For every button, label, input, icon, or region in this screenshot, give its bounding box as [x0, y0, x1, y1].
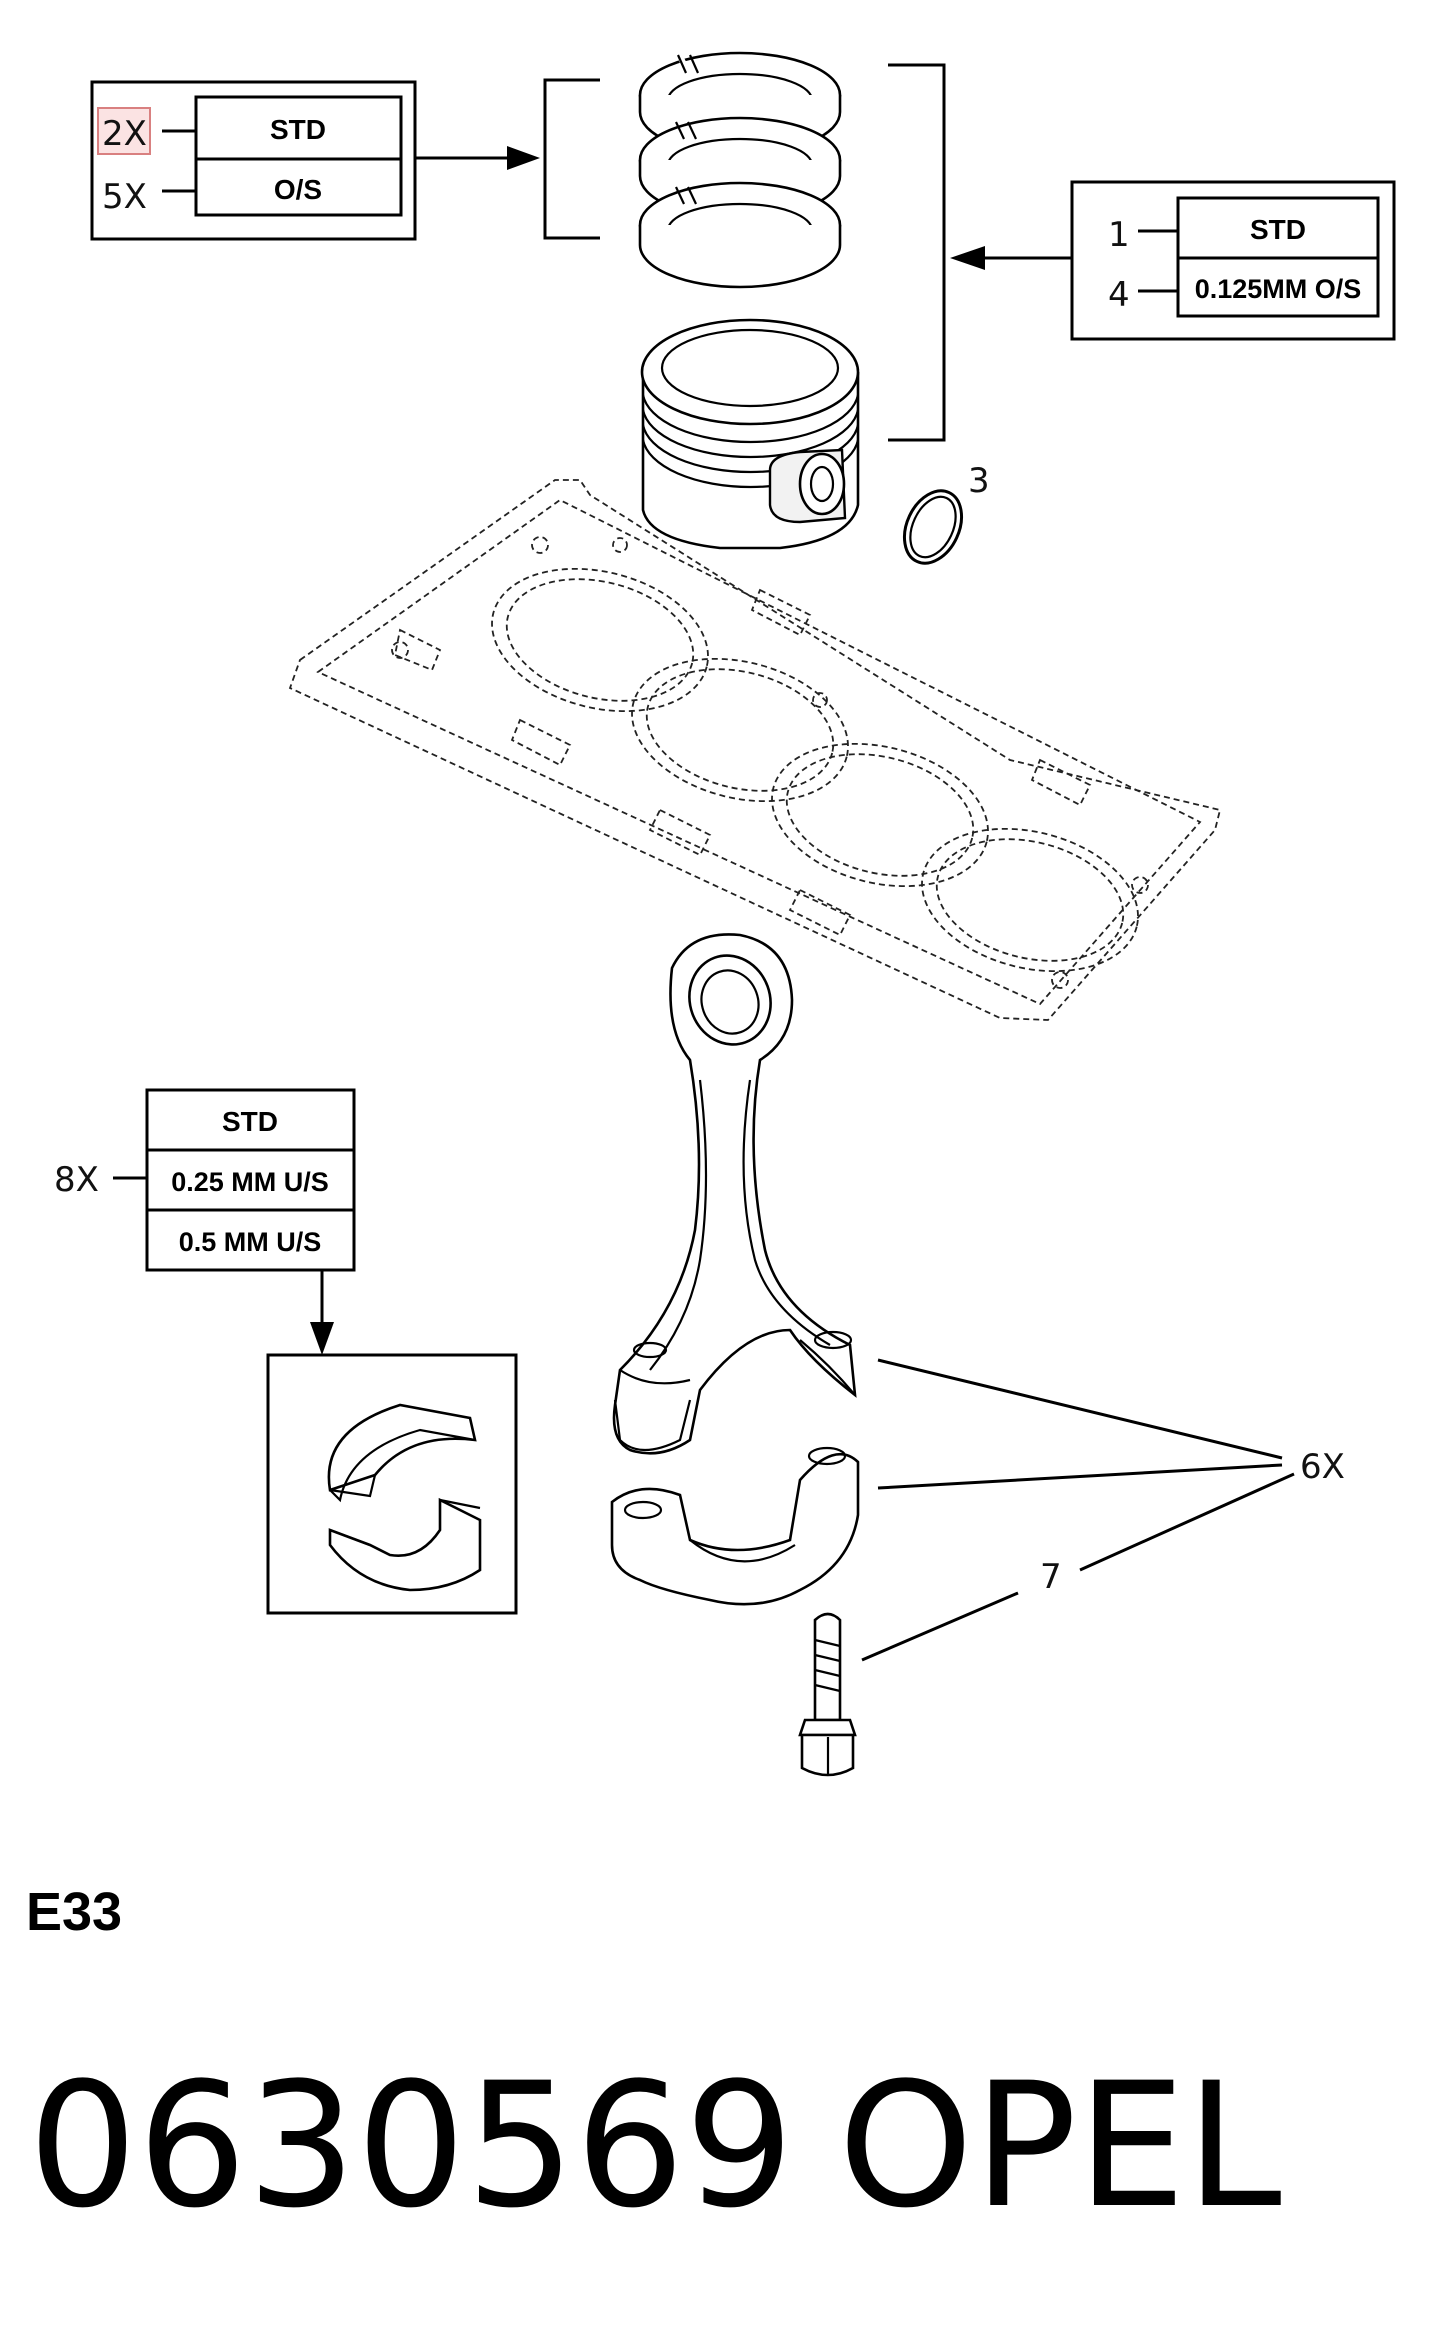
- callout-bolt: 7: [1040, 1557, 1062, 1597]
- figure-code: E33: [26, 1882, 122, 1942]
- rings-qty-std: 2X: [102, 114, 147, 154]
- bearing-us2-cell: 0.5 MM U/S: [179, 1227, 322, 1257]
- piston-os-cell: 0.125MM O/S: [1195, 274, 1362, 304]
- piston-spec-box: 1 4 STD 0.125MM O/S: [950, 180, 1396, 341]
- head-gasket: [288, 479, 1222, 1021]
- piston-bracket: [888, 63, 946, 442]
- piston: [640, 318, 860, 550]
- part-number: 0630569: [28, 2045, 794, 2246]
- piston-qty-os: 4: [1108, 275, 1130, 315]
- piston-qty-std: 1: [1108, 215, 1130, 255]
- bearing-spec-box: 8X STD 0.25 MM U/S 0.5 MM U/S: [54, 1088, 356, 1355]
- callout-leaders: 6X 7: [861, 1358, 1345, 1662]
- rings-spec-box: 2X 5X STD O/S: [90, 80, 540, 241]
- bearing-us1-cell: 0.25 MM U/S: [171, 1167, 329, 1197]
- bearing-shells: [266, 1353, 518, 1615]
- circlip: 3: [902, 461, 990, 565]
- brand-name: OPEL: [838, 2045, 1282, 2246]
- callout-nuts: 6X: [1300, 1447, 1345, 1487]
- rings-bracket: [543, 78, 600, 240]
- connecting-rod: [612, 933, 857, 1455]
- piston-std-cell: STD: [1250, 214, 1306, 245]
- connecting-rod-cap: [610, 1446, 860, 1606]
- bearing-std-cell: STD: [222, 1106, 278, 1137]
- rings-os-cell: O/S: [274, 174, 322, 205]
- rings-qty-os: 5X: [102, 177, 147, 217]
- piston-rings: [638, 51, 842, 289]
- rod-bolt: [798, 1612, 857, 1777]
- callout-circlip: 3: [968, 461, 990, 501]
- bearing-qty: 8X: [54, 1160, 99, 1200]
- rings-std-cell: STD: [270, 114, 326, 145]
